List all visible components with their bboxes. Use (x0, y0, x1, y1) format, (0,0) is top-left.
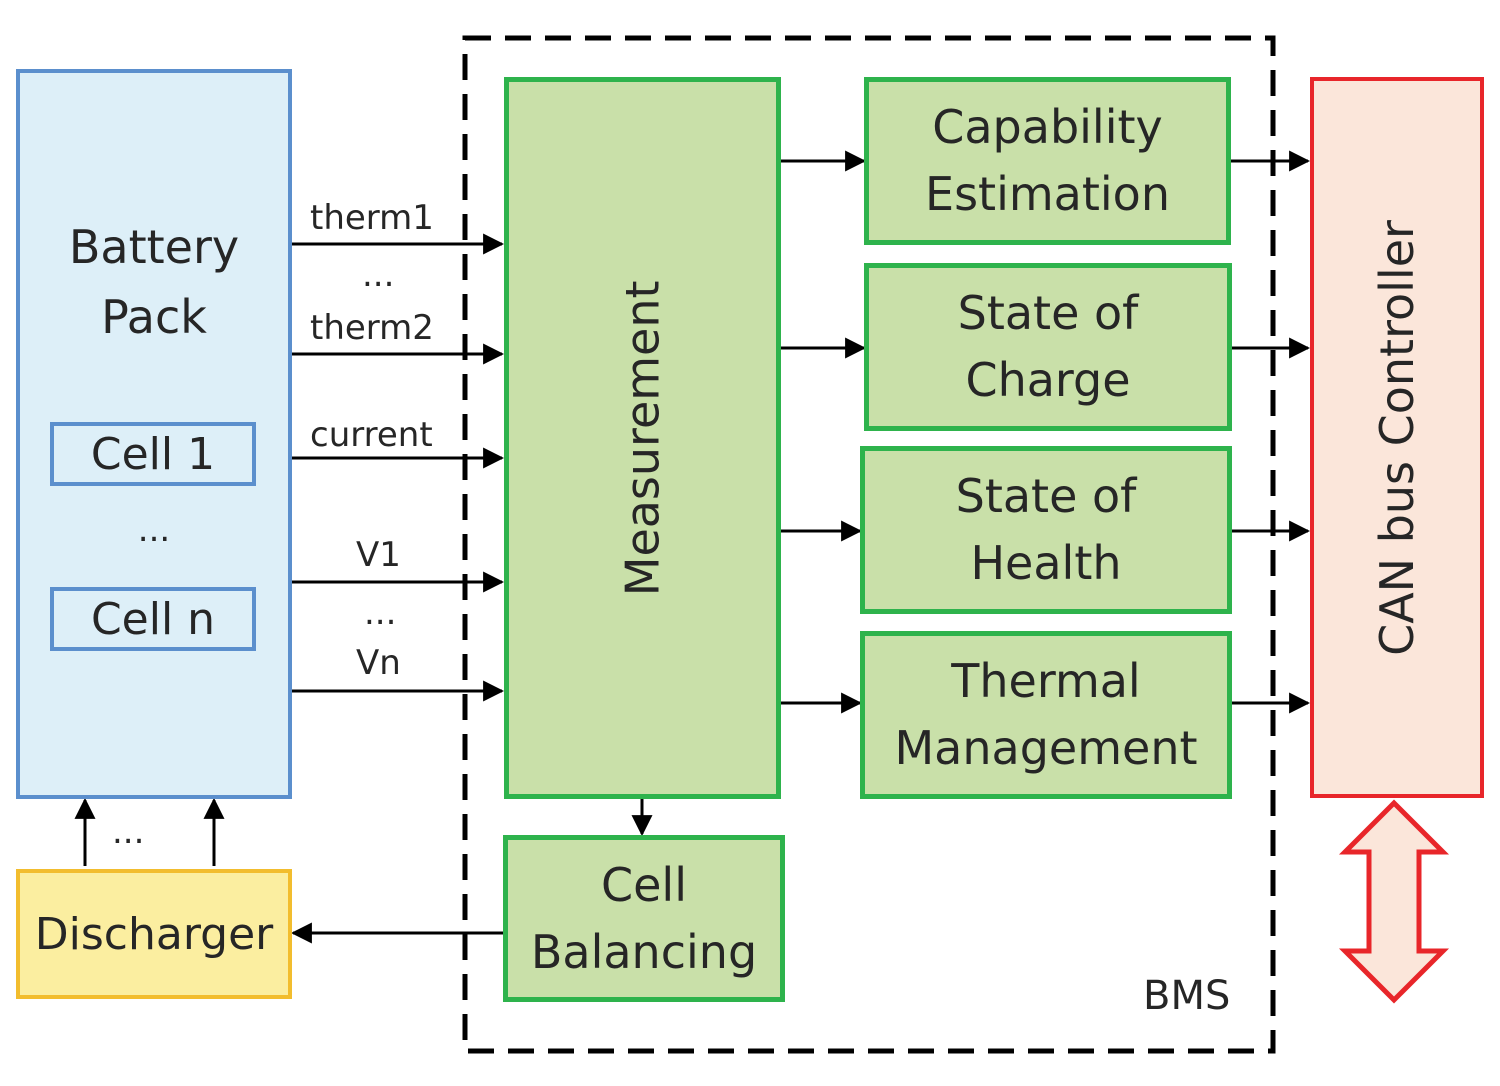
discharger-label: Discharger (34, 908, 274, 960)
soh-line1: State of (955, 469, 1137, 524)
cell-balancing-line1: Cell (601, 857, 687, 912)
signal-therm1: therm1 (310, 198, 434, 238)
signal-v1: V1 (356, 535, 401, 575)
state-of-charge-block: State of Charge (864, 263, 1232, 431)
measurement-label: Measurement (615, 280, 670, 596)
cell-balancing-block: Cell Balancing (503, 835, 785, 1002)
can-bus-double-arrow (1338, 799, 1450, 1004)
discharger: Discharger (16, 869, 292, 999)
thermal-management-block: Thermal Management (860, 631, 1232, 799)
state-of-health-block: State of Health (860, 446, 1232, 614)
bms-boundary (462, 35, 1276, 1054)
battery-pack-title-line1: Battery (68, 220, 240, 274)
cell-n-label: Cell n (90, 593, 216, 645)
can-bus-controller: CAN bus Controller (1310, 77, 1484, 798)
signal-vn: Vn (356, 643, 401, 683)
can-bus-controller-label: CAN bus Controller (1370, 219, 1424, 656)
measurement-block: Measurement (504, 77, 781, 799)
signal-therm2: therm2 (310, 308, 434, 348)
capability-line2: Estimation (925, 167, 1170, 221)
signal-current: current (310, 415, 433, 455)
battery-pack-title-line2: Pack (101, 290, 207, 344)
capability-line1: Capability (932, 100, 1163, 155)
thermal-line2: Management (894, 721, 1198, 775)
bms-label: BMS (1143, 973, 1231, 1019)
cell-ellipsis: ... (137, 510, 171, 550)
thermal-line1: Thermal (951, 654, 1141, 709)
soc-line1: State of (957, 286, 1139, 341)
soh-line2: Health (970, 536, 1122, 590)
soc-line2: Charge (965, 353, 1131, 407)
cell-balancing-line2: Balancing (530, 924, 758, 979)
capability-estimation-block: Capability Estimation (864, 77, 1231, 245)
discharger-ellipsis: ... (112, 812, 145, 852)
signal-therm-ellipsis: ... (362, 255, 395, 295)
cell-n: Cell n (50, 587, 256, 651)
signal-v-ellipsis: ... (364, 593, 397, 633)
cell-1: Cell 1 (50, 422, 256, 486)
cell-1-label: Cell 1 (90, 428, 216, 480)
